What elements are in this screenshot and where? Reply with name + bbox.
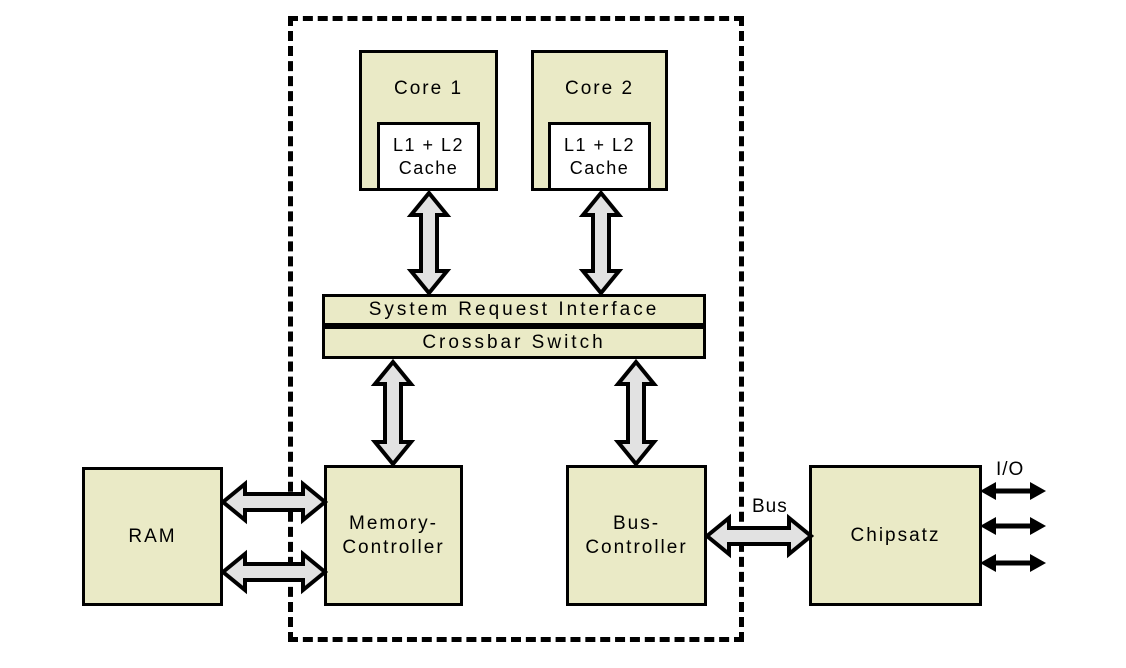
arrow-crossbar-to-bus-controller (613, 359, 659, 467)
core-1-cache-block[interactable]: L1 + L2 Cache (377, 122, 480, 191)
core-1-cache-line-2: Cache (398, 157, 459, 178)
crossbar-switch-label: Crossbar Switch (422, 331, 606, 353)
core-2-cache-line-1: L1 + L2 (563, 135, 636, 155)
memory-controller-label-line-1: Memory- (349, 512, 438, 534)
chipset-label: Chipsatz (850, 524, 941, 546)
io-arrow-1 (978, 478, 1048, 504)
bus-controller-block[interactable]: Bus- Controller (566, 465, 707, 606)
core-2-cache-block[interactable]: L1 + L2 Cache (548, 122, 651, 191)
memory-controller-block[interactable]: Memory- Controller (324, 465, 463, 606)
ram-block[interactable]: RAM (82, 467, 223, 606)
io-arrow-3 (978, 550, 1048, 576)
arrow-ram-to-memory-controller-upper (220, 479, 328, 525)
core-1-cache-line-1: L1 + L2 (392, 135, 465, 155)
core-2-label: Core 2 (564, 78, 635, 99)
memory-controller-label-line-2: Controller (342, 536, 445, 558)
io-arrow-2 (978, 513, 1048, 539)
io-label: I/O (996, 459, 1025, 480)
bus-controller-label-line-1: Bus- (612, 512, 661, 534)
crossbar-switch-bar[interactable]: Crossbar Switch (322, 326, 706, 359)
bus-label: Bus (752, 496, 788, 517)
chip-boundary-dashed-box (288, 16, 744, 642)
bus-controller-label-line-2: Controller (585, 536, 688, 558)
arrow-bus-controller-to-chipset (704, 513, 814, 559)
arrow-core1-to-sri (406, 190, 452, 296)
system-request-interface-label: System Request Interface (368, 299, 660, 320)
arrow-core2-to-sri (578, 190, 624, 296)
core-2-cache-line-2: Cache (569, 157, 630, 178)
core-1-label: Core 1 (393, 78, 464, 99)
chipset-block[interactable]: Chipsatz (809, 465, 982, 606)
arrow-ram-to-memory-controller-lower (220, 549, 328, 595)
system-request-interface-bar[interactable]: System Request Interface (322, 294, 706, 326)
ram-label: RAM (128, 525, 177, 547)
arrow-crossbar-to-memory-controller (370, 359, 416, 467)
